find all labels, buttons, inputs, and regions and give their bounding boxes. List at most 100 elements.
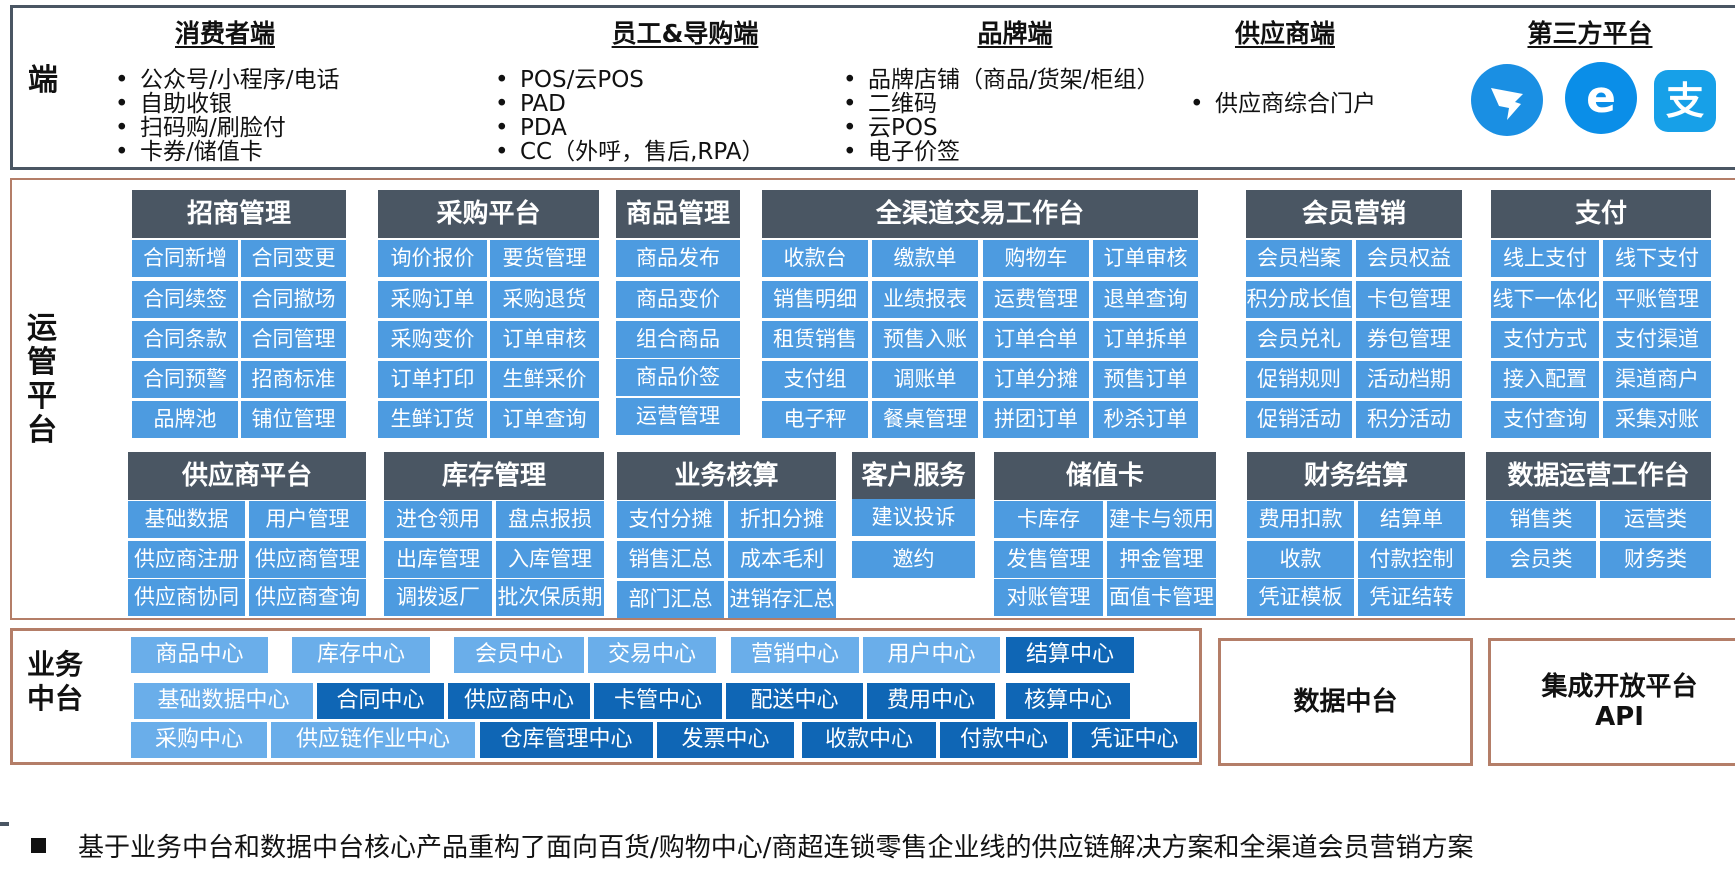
- grid-cell[interactable]: 运营管理: [616, 398, 740, 435]
- center-cell[interactable]: 用户中心: [863, 637, 1000, 673]
- grid-cell[interactable]: 订单打印: [378, 361, 487, 398]
- center-cell[interactable]: 采购中心: [131, 722, 267, 758]
- center-cell[interactable]: 基础数据中心: [134, 683, 313, 719]
- grid-cell[interactable]: 供应商管理: [249, 541, 366, 578]
- grid-cell[interactable]: 收款台: [762, 240, 868, 277]
- grid-cell[interactable]: 付款控制: [1358, 541, 1465, 578]
- center-cell[interactable]: 发票中心: [657, 722, 794, 758]
- grid-cell[interactable]: 供应商查询: [249, 579, 366, 616]
- grid-cell[interactable]: 销售明细: [762, 281, 868, 318]
- grid-cell[interactable]: 成本毛利: [728, 541, 836, 578]
- grid-cell[interactable]: 会员兑礼: [1246, 321, 1352, 358]
- grid-cell[interactable]: 建议投诉: [852, 499, 975, 536]
- grid-cell[interactable]: 供应商注册: [128, 541, 245, 578]
- grid-cell[interactable]: 支付分摊: [617, 501, 724, 538]
- center-cell[interactable]: 收款中心: [802, 722, 936, 758]
- grid-cell[interactable]: 支付组: [762, 361, 868, 398]
- grid-cell[interactable]: 调拨返厂: [384, 579, 492, 616]
- center-cell[interactable]: 营销中心: [731, 637, 859, 673]
- grid-cell[interactable]: 运营类: [1600, 501, 1711, 538]
- center-cell[interactable]: 费用中心: [867, 683, 995, 719]
- grid-cell[interactable]: 销售类: [1486, 501, 1596, 538]
- grid-cell[interactable]: 秒杀订单: [1093, 401, 1198, 438]
- grid-cell[interactable]: 盘点报损: [496, 501, 604, 538]
- grid-cell[interactable]: 拼团订单: [983, 401, 1089, 438]
- grid-cell[interactable]: 线上支付: [1491, 240, 1599, 277]
- grid-cell[interactable]: 租赁销售: [762, 321, 868, 358]
- grid-cell[interactable]: 商品变价: [616, 281, 740, 318]
- grid-cell[interactable]: 生鲜订货: [378, 401, 487, 438]
- grid-cell[interactable]: 进销存汇总: [728, 581, 836, 618]
- grid-cell[interactable]: 发售管理: [994, 541, 1103, 578]
- grid-cell[interactable]: 合同续签: [132, 281, 238, 318]
- grid-cell[interactable]: 订单审核: [490, 321, 599, 358]
- grid-cell[interactable]: 财务类: [1600, 541, 1711, 578]
- grid-cell[interactable]: 邀约: [852, 541, 975, 578]
- center-cell[interactable]: 供应链作业中心: [271, 722, 475, 758]
- grid-cell[interactable]: 线下支付: [1603, 240, 1711, 277]
- grid-cell[interactable]: 线下一体化: [1491, 281, 1599, 318]
- grid-cell[interactable]: 采购退货: [490, 281, 599, 318]
- grid-cell[interactable]: 支付查询: [1491, 401, 1599, 438]
- grid-cell[interactable]: 合同撤场: [241, 281, 346, 318]
- center-cell[interactable]: 会员中心: [454, 637, 584, 673]
- grid-cell[interactable]: 积分活动: [1356, 401, 1462, 438]
- grid-cell[interactable]: 进仓领用: [384, 501, 492, 538]
- grid-cell[interactable]: 券包管理: [1356, 321, 1462, 358]
- grid-cell[interactable]: 接入配置: [1491, 361, 1599, 398]
- grid-cell[interactable]: 订单分摊: [983, 361, 1089, 398]
- grid-cell[interactable]: 渠道商户: [1603, 361, 1711, 398]
- center-cell[interactable]: 合同中心: [317, 683, 444, 719]
- grid-cell[interactable]: 卡包管理: [1356, 281, 1462, 318]
- grid-cell[interactable]: 会员类: [1486, 541, 1596, 578]
- center-cell[interactable]: 配送中心: [726, 683, 863, 719]
- grid-cell[interactable]: 费用扣款: [1247, 501, 1354, 538]
- data-middle-platform-box[interactable]: 数据中台: [1218, 638, 1473, 766]
- grid-cell[interactable]: 销售汇总: [617, 541, 724, 578]
- grid-cell[interactable]: 部门汇总: [617, 581, 724, 618]
- grid-cell[interactable]: 订单查询: [490, 401, 599, 438]
- center-cell[interactable]: 付款中心: [940, 722, 1068, 758]
- grid-cell[interactable]: 促销规则: [1246, 361, 1352, 398]
- grid-cell[interactable]: 采购变价: [378, 321, 487, 358]
- grid-cell[interactable]: 要货管理: [490, 240, 599, 277]
- grid-cell[interactable]: 会员档案: [1246, 240, 1352, 277]
- grid-cell[interactable]: 采集对账: [1603, 401, 1711, 438]
- grid-cell[interactable]: 购物车: [983, 240, 1089, 277]
- grid-cell[interactable]: 铺位管理: [241, 401, 346, 438]
- center-cell[interactable]: 供应商中心: [448, 683, 590, 719]
- grid-cell[interactable]: 用户管理: [249, 501, 366, 538]
- grid-cell[interactable]: 折扣分摊: [728, 501, 836, 538]
- grid-cell[interactable]: 招商标准: [241, 361, 346, 398]
- grid-cell[interactable]: 促销活动: [1246, 401, 1352, 438]
- grid-cell[interactable]: 收款: [1247, 541, 1354, 578]
- grid-cell[interactable]: 缴款单: [872, 240, 978, 277]
- grid-cell[interactable]: 支付方式: [1491, 321, 1599, 358]
- grid-cell[interactable]: 支付渠道: [1603, 321, 1711, 358]
- grid-cell[interactable]: 活动档期: [1356, 361, 1462, 398]
- grid-cell[interactable]: 面值卡管理: [1107, 579, 1216, 616]
- grid-cell[interactable]: 订单合单: [983, 321, 1089, 358]
- grid-cell[interactable]: 基础数据: [128, 501, 245, 538]
- grid-cell[interactable]: 合同新增: [132, 240, 238, 277]
- center-cell[interactable]: 仓库管理中心: [480, 722, 653, 758]
- grid-cell[interactable]: 合同变更: [241, 240, 346, 277]
- grid-cell[interactable]: 采购订单: [378, 281, 487, 318]
- center-cell[interactable]: 结算中心: [1006, 637, 1134, 673]
- grid-cell[interactable]: 组合商品: [616, 321, 740, 358]
- grid-cell[interactable]: 调账单: [872, 361, 978, 398]
- grid-cell[interactable]: 业绩报表: [872, 281, 978, 318]
- grid-cell[interactable]: 建卡与领用: [1107, 501, 1216, 538]
- grid-cell[interactable]: 预售入账: [872, 321, 978, 358]
- grid-cell[interactable]: 结算单: [1358, 501, 1465, 538]
- grid-cell[interactable]: 入库管理: [496, 541, 604, 578]
- grid-cell[interactable]: 对账管理: [994, 579, 1103, 616]
- grid-cell[interactable]: 运费管理: [983, 281, 1089, 318]
- center-cell[interactable]: 核算中心: [1006, 683, 1130, 719]
- grid-cell[interactable]: 凭证模板: [1247, 579, 1354, 616]
- grid-cell[interactable]: 询价报价: [378, 240, 487, 277]
- center-cell[interactable]: 库存中心: [292, 637, 430, 673]
- open-platform-box[interactable]: 集成开放平台 API: [1488, 638, 1735, 766]
- grid-cell[interactable]: 供应商协同: [128, 579, 245, 616]
- grid-cell[interactable]: 平账管理: [1603, 281, 1711, 318]
